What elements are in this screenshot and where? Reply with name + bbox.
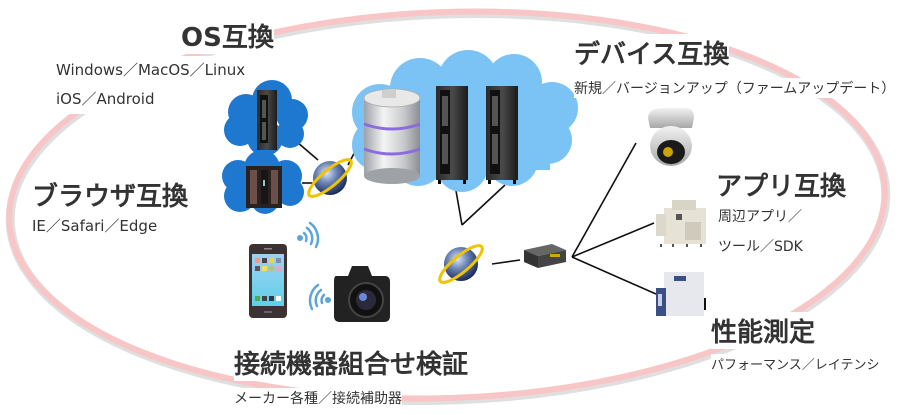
server-rack-icon — [436, 86, 468, 184]
device-compat-title: デバイス互換 — [574, 34, 730, 71]
combination-test-title: 接続機器組合せ検証 — [234, 344, 469, 381]
app-compat-title: アプリ互換 — [716, 166, 847, 203]
ring-ellipse — [5, 8, 891, 405]
os-compat-line-1: Windows／MacOS／Linux — [56, 56, 246, 85]
performance-title: 性能測定 — [711, 312, 816, 349]
cloud-server-small — [224, 80, 308, 156]
app-compat-line-1: 周辺アプリ／ — [718, 206, 802, 226]
device-compat-line-1: 新規／バージョンアップ（ファームアップデート） — [574, 78, 896, 98]
network-router-icon — [524, 244, 566, 268]
multifunction-printer-icon — [656, 200, 706, 247]
combination-test-line-1: メーカー各種／接続補助器 — [234, 388, 402, 408]
camera-icon — [334, 266, 390, 322]
internet-globe-icon — [438, 244, 484, 284]
browser-compat-title: ブラウザ互換 — [32, 176, 189, 213]
wifi-icon — [308, 283, 332, 311]
os-compat-title: OS互換 — [181, 17, 274, 54]
server-rack-icon — [257, 90, 277, 150]
internet-globe-icon — [307, 158, 353, 198]
test-instrument-icon — [656, 272, 706, 316]
security-camera-icon — [648, 108, 694, 166]
server-rack-icon — [486, 86, 518, 184]
cloud-mainframe — [222, 150, 304, 214]
database-icon — [363, 88, 421, 184]
wifi-icon — [296, 221, 320, 249]
browser-compat-line-1: IE／Safari／Edge — [32, 212, 158, 241]
performance-line-1: パフォーマンス／レイテンシ — [711, 354, 880, 373]
app-compat-line-2: ツール／SDK — [718, 236, 803, 256]
smartphone-icon — [249, 244, 287, 318]
mainframe-icon — [246, 166, 282, 208]
os-compat-line-2: iOS／Android — [56, 85, 155, 114]
